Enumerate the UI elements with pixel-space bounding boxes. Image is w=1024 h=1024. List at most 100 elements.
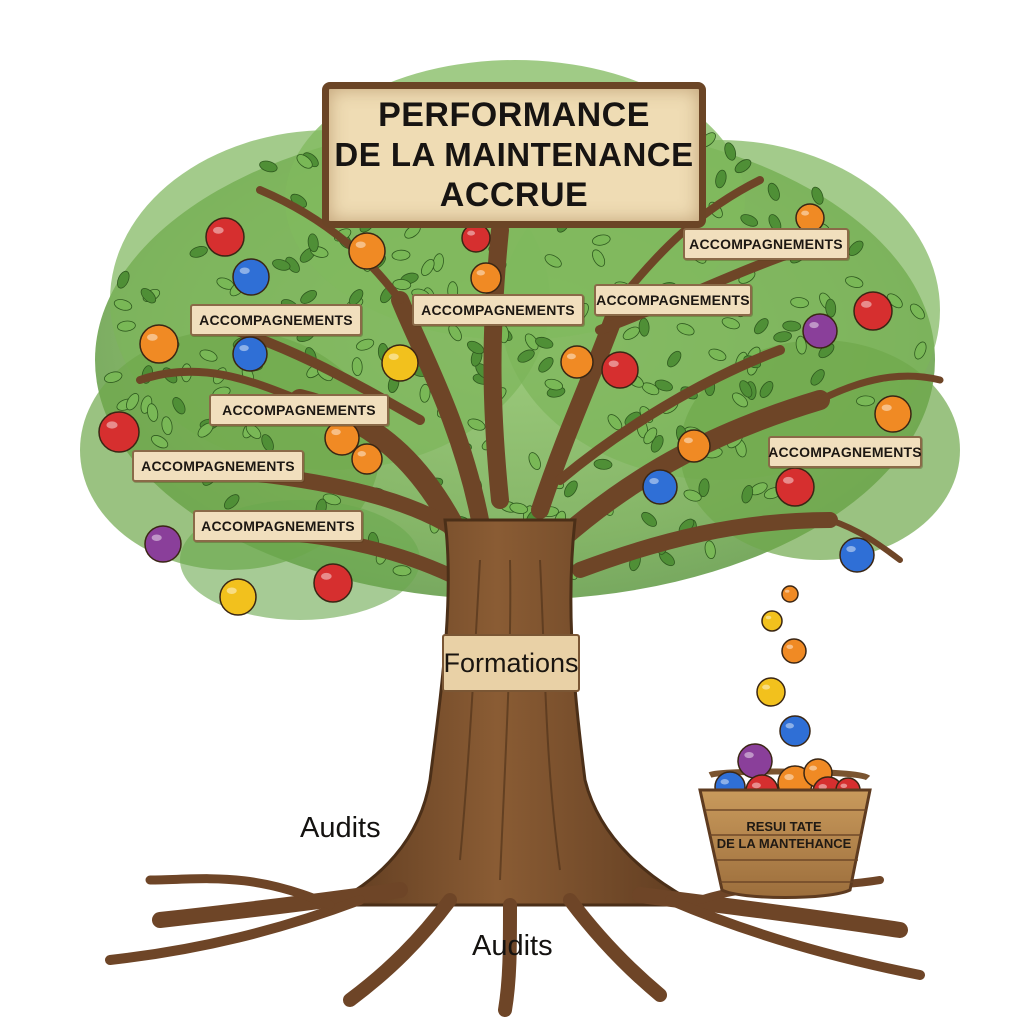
leaf xyxy=(392,565,412,577)
leaf xyxy=(739,380,753,398)
leaf xyxy=(199,349,218,362)
leaf xyxy=(795,335,807,355)
trunk-grain xyxy=(459,559,561,881)
leaf xyxy=(676,323,695,336)
title-sign: PERFORMANCE DE LA MAINTENANCE ACCRUE xyxy=(322,82,706,228)
leaf xyxy=(593,458,613,470)
leaf xyxy=(147,403,159,422)
leaf xyxy=(104,371,123,383)
leaf xyxy=(810,369,825,386)
leaf xyxy=(117,270,130,289)
leaf xyxy=(544,378,563,391)
leaf xyxy=(467,418,486,431)
leaf xyxy=(825,298,837,318)
leaf xyxy=(698,478,710,498)
fruit xyxy=(737,743,773,779)
leaf xyxy=(732,392,748,408)
leaf xyxy=(356,338,375,351)
leaf xyxy=(126,393,140,411)
leaf xyxy=(538,357,554,373)
leaf xyxy=(351,357,363,376)
audits-label: Audits xyxy=(472,930,553,962)
leaf xyxy=(322,493,342,506)
fruit xyxy=(98,411,140,453)
leaf xyxy=(683,489,702,502)
fruit xyxy=(232,336,268,372)
leaf xyxy=(654,379,673,392)
leaf xyxy=(189,246,208,258)
branch-tag: ACCOMPAGNEMENTS xyxy=(683,228,849,260)
fruit xyxy=(781,585,799,603)
leaf xyxy=(811,186,824,205)
branch-tag: ACCOMPAGNEMENTS xyxy=(412,294,584,326)
leaf xyxy=(151,435,169,449)
leaf xyxy=(528,452,541,471)
leaf xyxy=(708,348,727,361)
fruit xyxy=(205,217,245,257)
title-line-3: ACCRUE xyxy=(439,176,589,214)
leaf xyxy=(790,297,809,309)
falling-fruits xyxy=(756,585,811,747)
leaf xyxy=(307,233,319,253)
fruit xyxy=(324,420,360,456)
basket-label-line-1: RESUI TATE xyxy=(746,819,822,834)
fruit xyxy=(802,313,838,349)
fruits xyxy=(98,203,912,616)
basket-label-line-2: DE LA MANTEHANCE xyxy=(716,836,852,851)
leaf xyxy=(909,303,925,320)
fruit xyxy=(781,638,807,664)
leaf xyxy=(223,494,240,510)
leaf xyxy=(740,214,759,227)
fruit xyxy=(601,351,639,389)
leaf xyxy=(759,381,774,398)
leaf xyxy=(544,254,562,268)
fruit xyxy=(139,324,179,364)
leaf xyxy=(117,320,136,332)
leaf xyxy=(667,350,682,368)
leaf xyxy=(421,259,435,276)
fruit xyxy=(348,232,386,270)
fruit xyxy=(839,537,875,573)
leaf xyxy=(517,349,535,363)
leaf xyxy=(592,249,606,267)
leaf xyxy=(300,289,317,304)
basket xyxy=(698,743,872,899)
fruit xyxy=(761,610,783,632)
leaf xyxy=(856,395,875,407)
leaf xyxy=(741,485,754,504)
leaf xyxy=(592,234,611,246)
roots xyxy=(105,874,925,1017)
leaf xyxy=(641,511,657,527)
leaf xyxy=(773,331,792,343)
fruit xyxy=(381,344,419,382)
fruit xyxy=(313,563,353,603)
leaf xyxy=(419,383,431,403)
fruit xyxy=(470,262,502,294)
leaf xyxy=(467,340,485,355)
fruit xyxy=(775,467,815,507)
leaf xyxy=(296,154,313,169)
fruit xyxy=(351,443,383,475)
title-line-2: DE LA MAINTENANCE xyxy=(334,136,694,173)
branch-tag: ACCOMPAGNEMENTS xyxy=(193,510,363,542)
leaf xyxy=(715,169,727,189)
formations-label: Formations xyxy=(442,634,580,692)
fruit xyxy=(874,395,912,433)
leaf xyxy=(113,299,133,311)
fruit xyxy=(779,715,811,747)
branch-tag: ACCOMPAGNEMENTS xyxy=(768,436,922,468)
leaf xyxy=(704,540,716,560)
branch-tag: ACCOMPAGNEMENTS xyxy=(209,394,389,426)
leaf xyxy=(782,320,802,332)
leaf xyxy=(140,288,157,304)
audits-label: Audits xyxy=(300,812,381,844)
leaf xyxy=(392,279,412,290)
leaf xyxy=(845,276,864,288)
leaf xyxy=(767,182,780,201)
fruit xyxy=(144,525,182,563)
leaf xyxy=(721,317,740,330)
leaf xyxy=(161,416,173,436)
fruit xyxy=(560,345,594,379)
leaf xyxy=(535,336,554,349)
leaf xyxy=(734,159,752,174)
